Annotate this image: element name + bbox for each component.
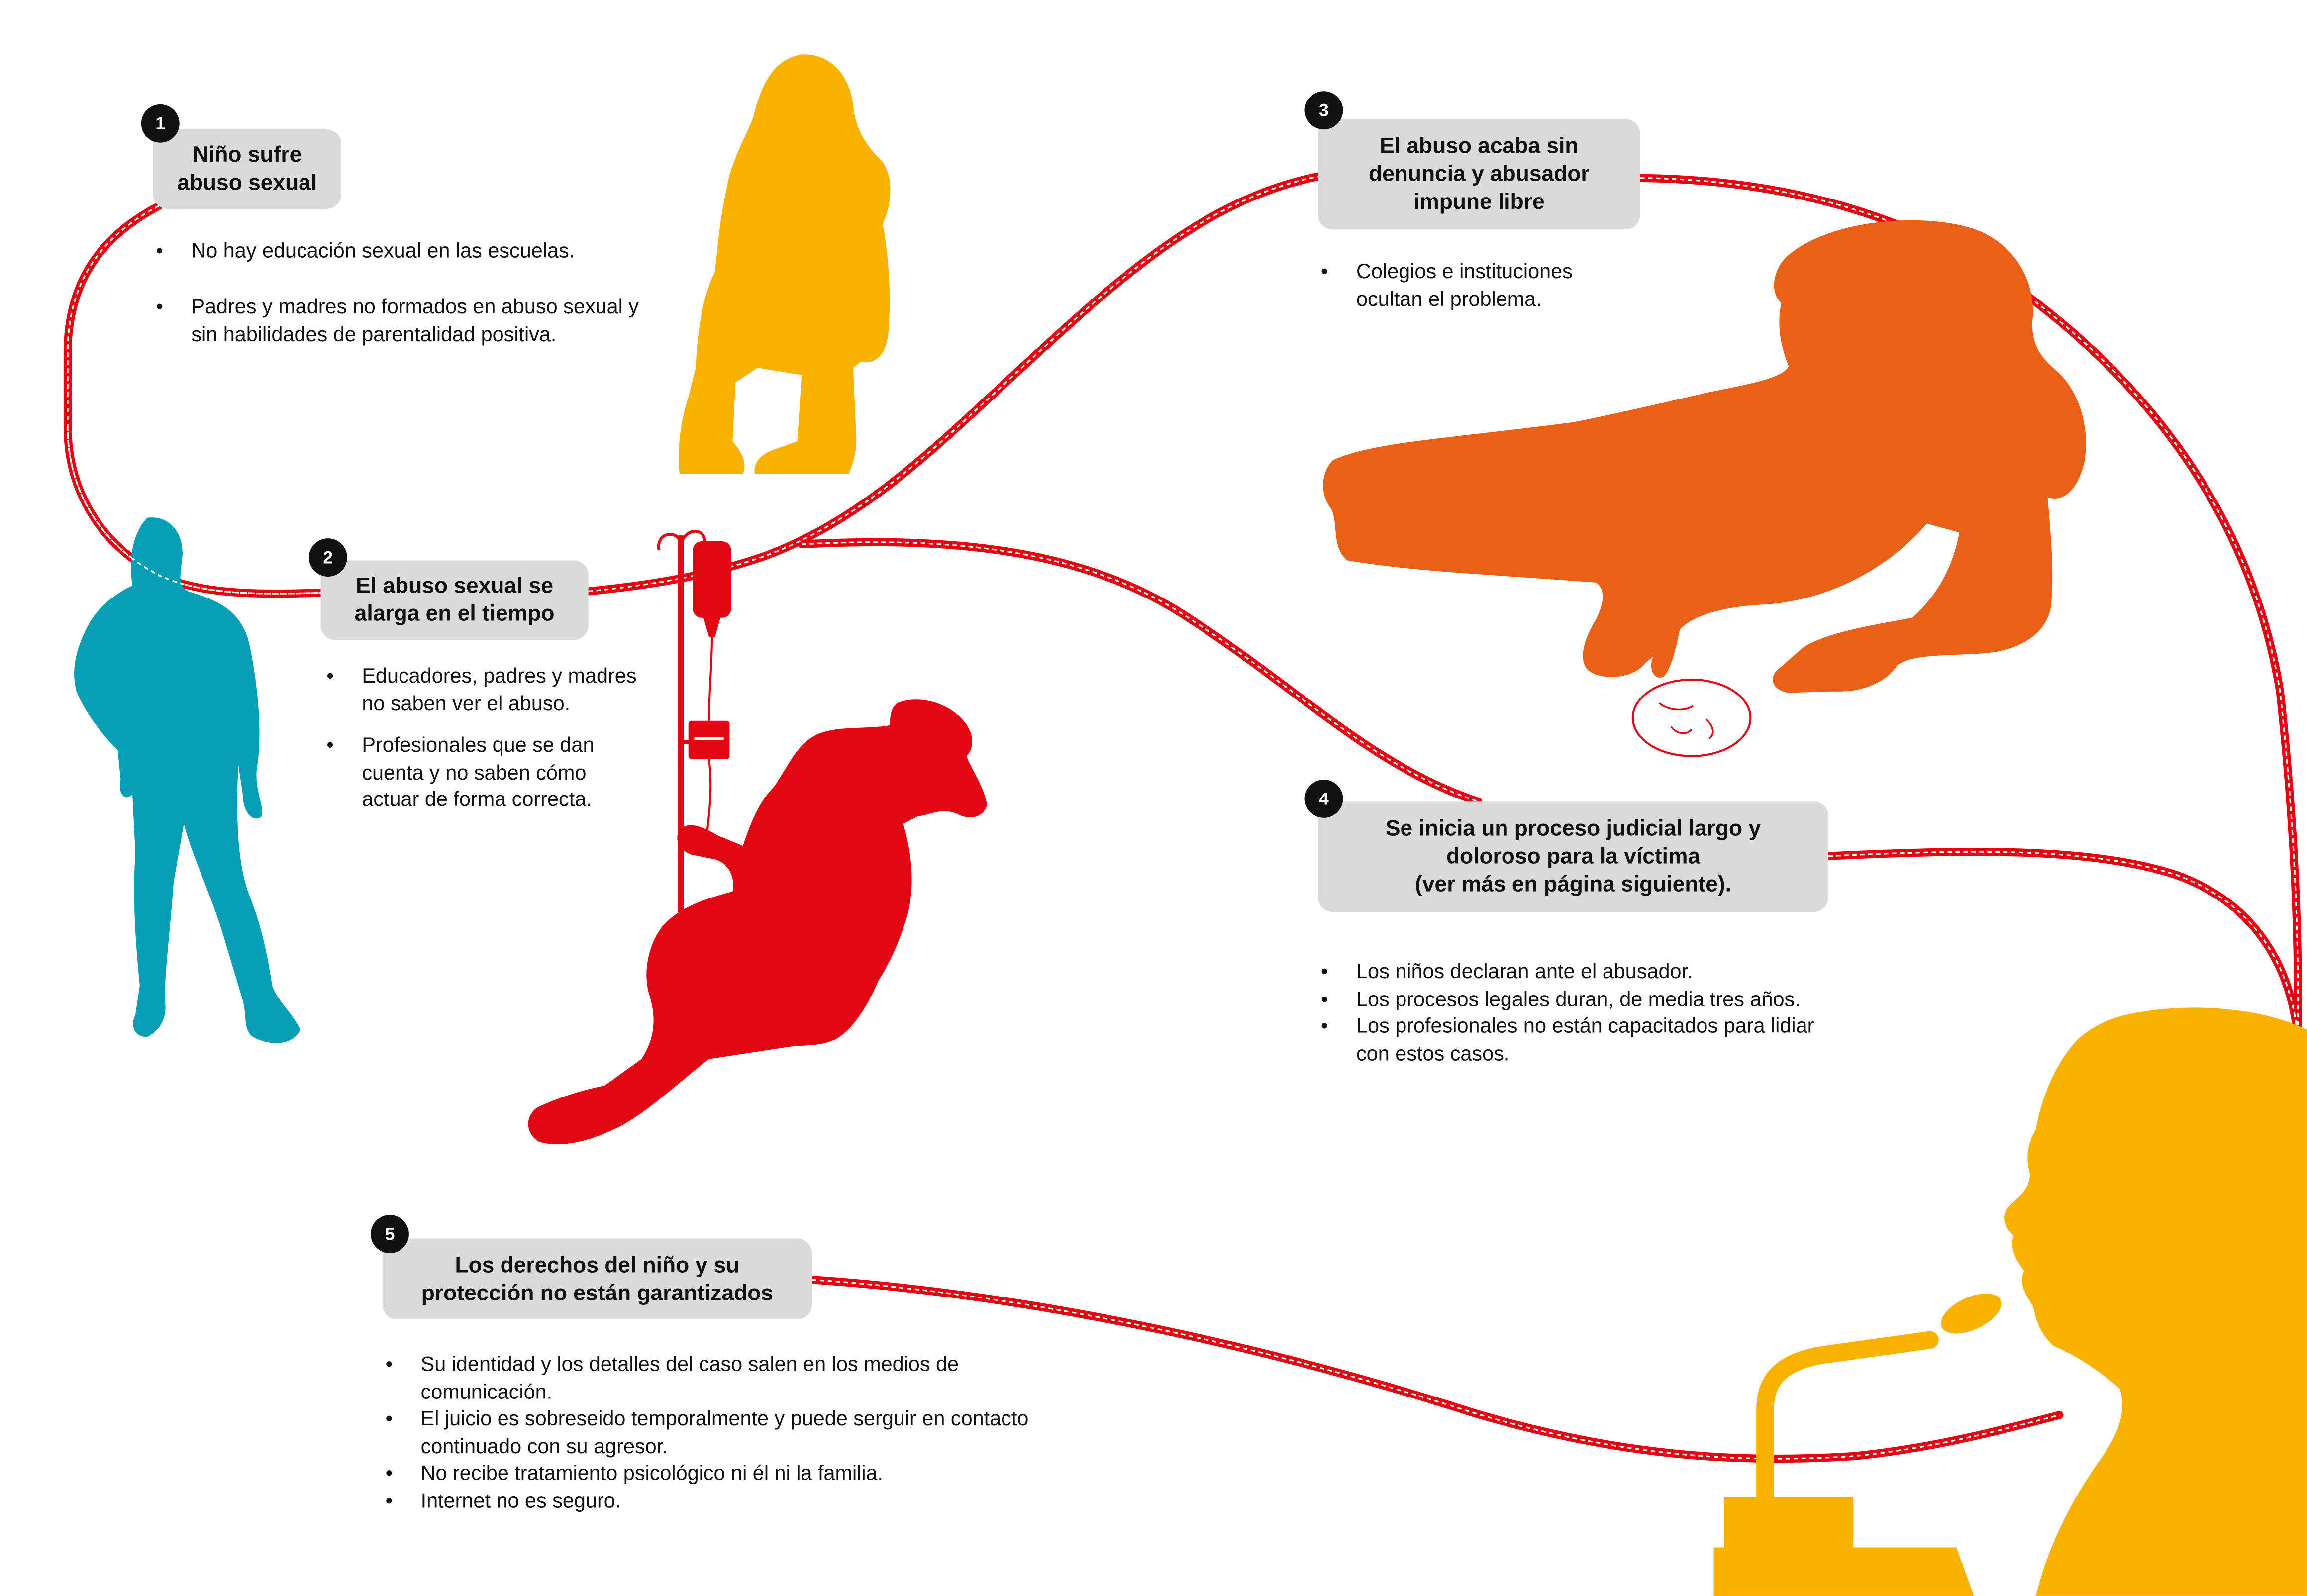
step-4-title: Se inicia un proceso judicial largo y do… — [1385, 816, 1761, 898]
standing-man-icon — [74, 517, 301, 1043]
step-1-number-badge: 1 — [141, 104, 180, 143]
road-segment-4-right — [1824, 847, 2302, 1041]
iv-pump-clamp — [681, 740, 690, 745]
doodle-outline — [1631, 678, 1752, 757]
step-3-number-badge: 3 — [1304, 91, 1343, 130]
iv-bag — [693, 541, 731, 618]
iv-pump-slot — [694, 737, 724, 740]
list-item: No recibe tratamiento psicológico ni él … — [383, 1459, 1029, 1487]
microphone-base-box — [1724, 1497, 1854, 1557]
list-item: Los procesos legales duran, de media tre… — [1318, 985, 1814, 1012]
step-4-box: Se inicia un proceso judicial largo y do… — [1318, 801, 1829, 912]
step-1-box: Niño sufre abuso sexual — [153, 129, 341, 209]
step-4-bullets: Los niños declaran ante el abusador. Los… — [1318, 958, 1814, 1067]
list-item: Padres y madres no formados en abuso sex… — [153, 293, 639, 347]
list-item: Internet no es seguro. — [383, 1487, 1029, 1514]
step-2-number-badge: 2 — [308, 538, 347, 577]
step-3-title: El abuso acaba sin denuncia y abusador i… — [1369, 134, 1590, 215]
iv-pole — [678, 535, 684, 912]
step-2-box: El abuso sexual se alarga en el tiempo — [320, 560, 589, 640]
iv-drip-icon — [657, 530, 731, 912]
face-doodle-icon — [1631, 678, 1752, 757]
list-item: El juicio es sobreseido temporalmente y … — [383, 1405, 1029, 1459]
microphone-head — [1941, 1293, 2002, 1334]
road-centerline-over-man — [67, 426, 321, 595]
list-item: No hay educación sexual en las escuelas. — [153, 237, 639, 264]
step-1-title: Niño sufre abuso sexual — [177, 142, 317, 196]
road-centerline — [67, 176, 2299, 1460]
road-centerline-2-4 — [802, 541, 1479, 802]
iv-hooks — [657, 530, 706, 551]
step-3-box: El abuso acaba sin denuncia y abusador i… — [1318, 119, 1640, 230]
road-centerline-1-2 — [67, 205, 321, 595]
seated-girl-icon — [679, 54, 891, 474]
step-5-number-badge: 5 — [371, 1215, 409, 1254]
step-5-bullets: Su identidad y los detalles del caso sal… — [383, 1350, 1029, 1513]
list-item: Profesionales que se dan cuenta y no sab… — [323, 731, 636, 812]
list-item: Su identidad y los detalles del caso sal… — [383, 1350, 1029, 1404]
list-item: Educadores, padres y madres no saben ver… — [323, 662, 636, 716]
step-5-title: Los derechos del niño y su protección no… — [421, 1252, 774, 1305]
road-segment-3-right — [1636, 174, 2302, 1041]
step-3-bullets: Colegios e instituciones ocultan el prob… — [1318, 257, 1573, 311]
microphone-arm — [1756, 1331, 1939, 1512]
list-item: Los profesionales no están capacitados p… — [1318, 1012, 1814, 1066]
step-1-bullets: No hay educación sexual en las escuelas.… — [153, 237, 639, 347]
microphone-icon — [1713, 1293, 2002, 1596]
iv-bag-tip — [703, 616, 721, 637]
step-5-box: Los derechos del niño y su protección no… — [382, 1238, 812, 1320]
road-centerline-4-right — [1828, 851, 2299, 1037]
doodle-features — [1658, 702, 1714, 739]
road-segment-5-bottom — [807, 1276, 2064, 1463]
step-4-number-badge: 4 — [1304, 779, 1343, 818]
list-item: Los niños declaran ante el abusador. — [1318, 958, 1814, 985]
step-2-bullets: Educadores, padres y madres no saben ver… — [323, 662, 636, 812]
hospitalized-child-icon — [528, 699, 987, 1145]
list-item: Colegios e instituciones ocultan el prob… — [1318, 257, 1573, 311]
testifying-child-icon — [2004, 1007, 2307, 1596]
step-2-title: El abuso sexual se alarga en el tiempo — [354, 574, 555, 627]
lying-girl-icon — [1323, 220, 2086, 693]
microphone-base-plate — [1713, 1547, 1974, 1596]
